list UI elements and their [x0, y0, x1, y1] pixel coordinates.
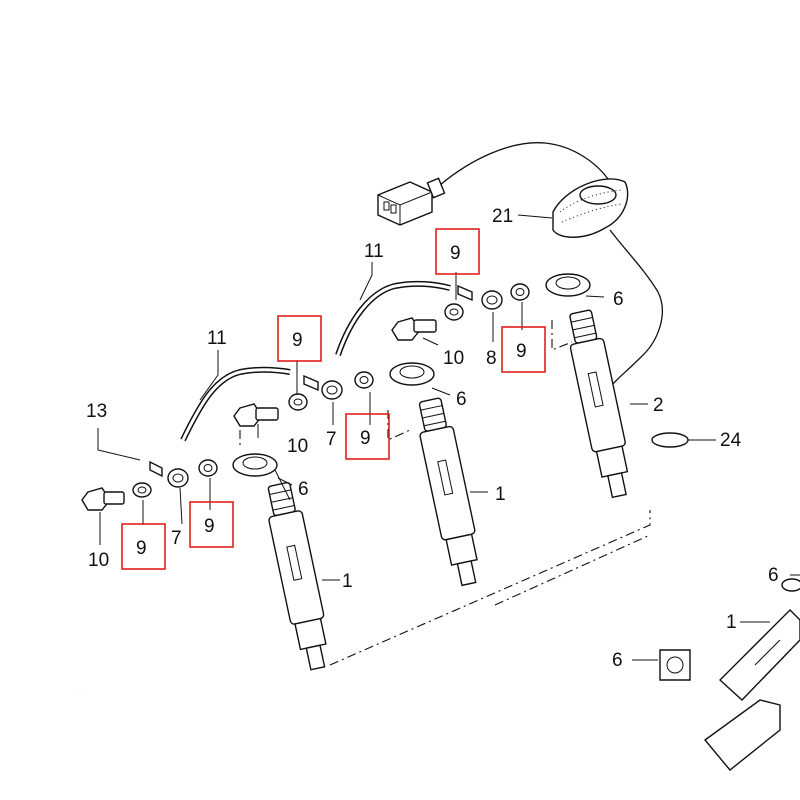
- sensor-connector: [377, 142, 663, 386]
- callout-6-right: 6: [613, 289, 624, 310]
- callout-8: 8: [486, 348, 497, 369]
- callout-1-bottom-right: 1: [726, 612, 737, 633]
- callout-6-bottom-right-a: 6: [768, 565, 779, 586]
- hardware-set-middle: [233, 371, 374, 427]
- callout-21: 21: [492, 206, 513, 227]
- callout-10-right: 10: [443, 348, 464, 369]
- callout-1-left: 1: [342, 571, 353, 592]
- callout-11-right: 11: [364, 241, 384, 262]
- highlight-box-9-top: [435, 228, 480, 275]
- fuel-line-11-right: [336, 282, 451, 356]
- callout-6-left: 6: [298, 479, 309, 500]
- highlight-box-9-lower-left: [121, 523, 166, 570]
- highlight-boxes: [121, 228, 546, 570]
- partial-injector-bottom-right: [659, 578, 800, 771]
- hardware-set-left: [81, 459, 218, 511]
- callout-1-middle: 1: [495, 484, 506, 505]
- callout-7-left: 7: [171, 528, 182, 549]
- highlight-box-9-upper-left: [277, 315, 322, 362]
- seal-rings: [232, 273, 591, 477]
- o-ring: [651, 432, 689, 448]
- callout-9-lower-right: 9: [204, 516, 215, 537]
- callout-9-upper-right: 9: [516, 341, 527, 362]
- highlight-box-9-upper-right: [501, 326, 546, 373]
- callout-6-bottom-right-b: 6: [612, 650, 623, 671]
- injector-right: [569, 309, 629, 499]
- fuel-line-11-left: [181, 368, 291, 441]
- callout-2: 2: [653, 395, 664, 416]
- callout-10-middle: 10: [287, 436, 308, 457]
- callout-10-left: 10: [88, 550, 109, 571]
- sensor-ring: [552, 178, 629, 238]
- callout-6-middle: 6: [456, 389, 467, 410]
- callout-11-left: 11: [207, 328, 227, 349]
- callout-labels: 13 11 11 21 9 9 9 9 9 9 10 10 10 7 7 8 6…: [86, 206, 779, 671]
- reference-lines: [239, 320, 651, 666]
- callout-13: 13: [86, 401, 107, 422]
- injector-middle: [418, 397, 478, 587]
- callout-9-upper-left: 9: [292, 330, 303, 351]
- callout-24: 24: [720, 430, 742, 451]
- callout-9-top: 9: [450, 243, 461, 264]
- highlight-box-9-middle: [345, 413, 390, 460]
- highlight-box-9-lower-right: [189, 501, 234, 548]
- callout-7-middle: 7: [326, 429, 337, 450]
- callout-9-middle: 9: [360, 428, 371, 449]
- injector-left: [267, 481, 327, 671]
- leader-lines: [97, 214, 800, 661]
- hardware-set-right: [391, 283, 530, 341]
- callout-9-lower-left: 9: [136, 538, 147, 559]
